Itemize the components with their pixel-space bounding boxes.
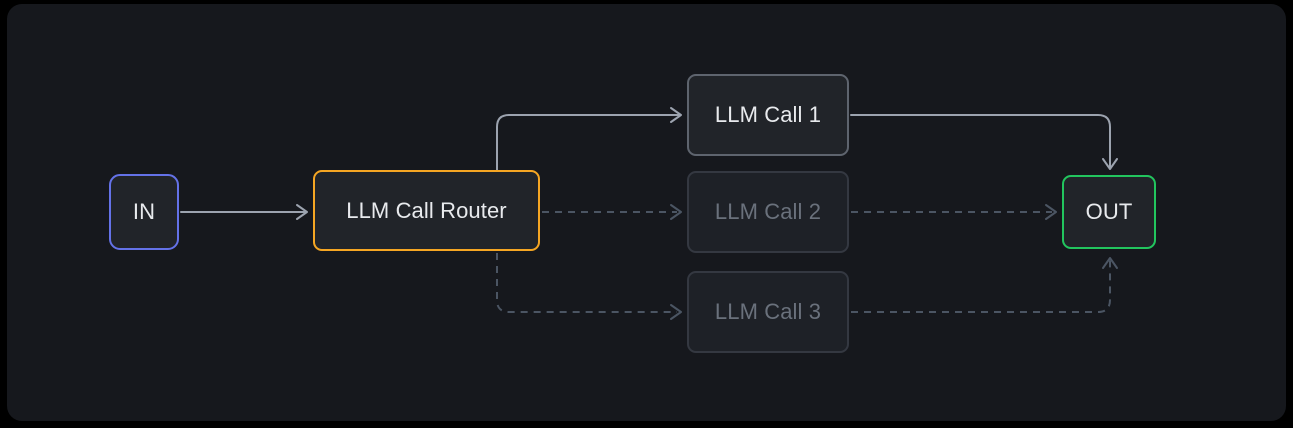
node-llm-call-3[interactable]: LLM Call 3 [687,271,849,353]
node-llm-call-1[interactable]: LLM Call 1 [687,74,849,156]
node-llm-call-1-label: LLM Call 1 [714,102,822,127]
node-in-label: IN [132,199,156,224]
node-out-label: OUT [1085,199,1133,224]
node-llm-call-2-label: LLM Call 2 [714,199,822,224]
node-llm-call-2[interactable]: LLM Call 2 [687,171,849,253]
node-in[interactable]: IN [109,174,179,250]
node-llm-call-3-label: LLM Call 3 [714,299,822,324]
node-llm-call-router-label: LLM Call Router [346,197,507,223]
node-llm-call-router[interactable]: LLM Call Router [313,170,540,251]
node-out[interactable]: OUT [1062,175,1156,249]
